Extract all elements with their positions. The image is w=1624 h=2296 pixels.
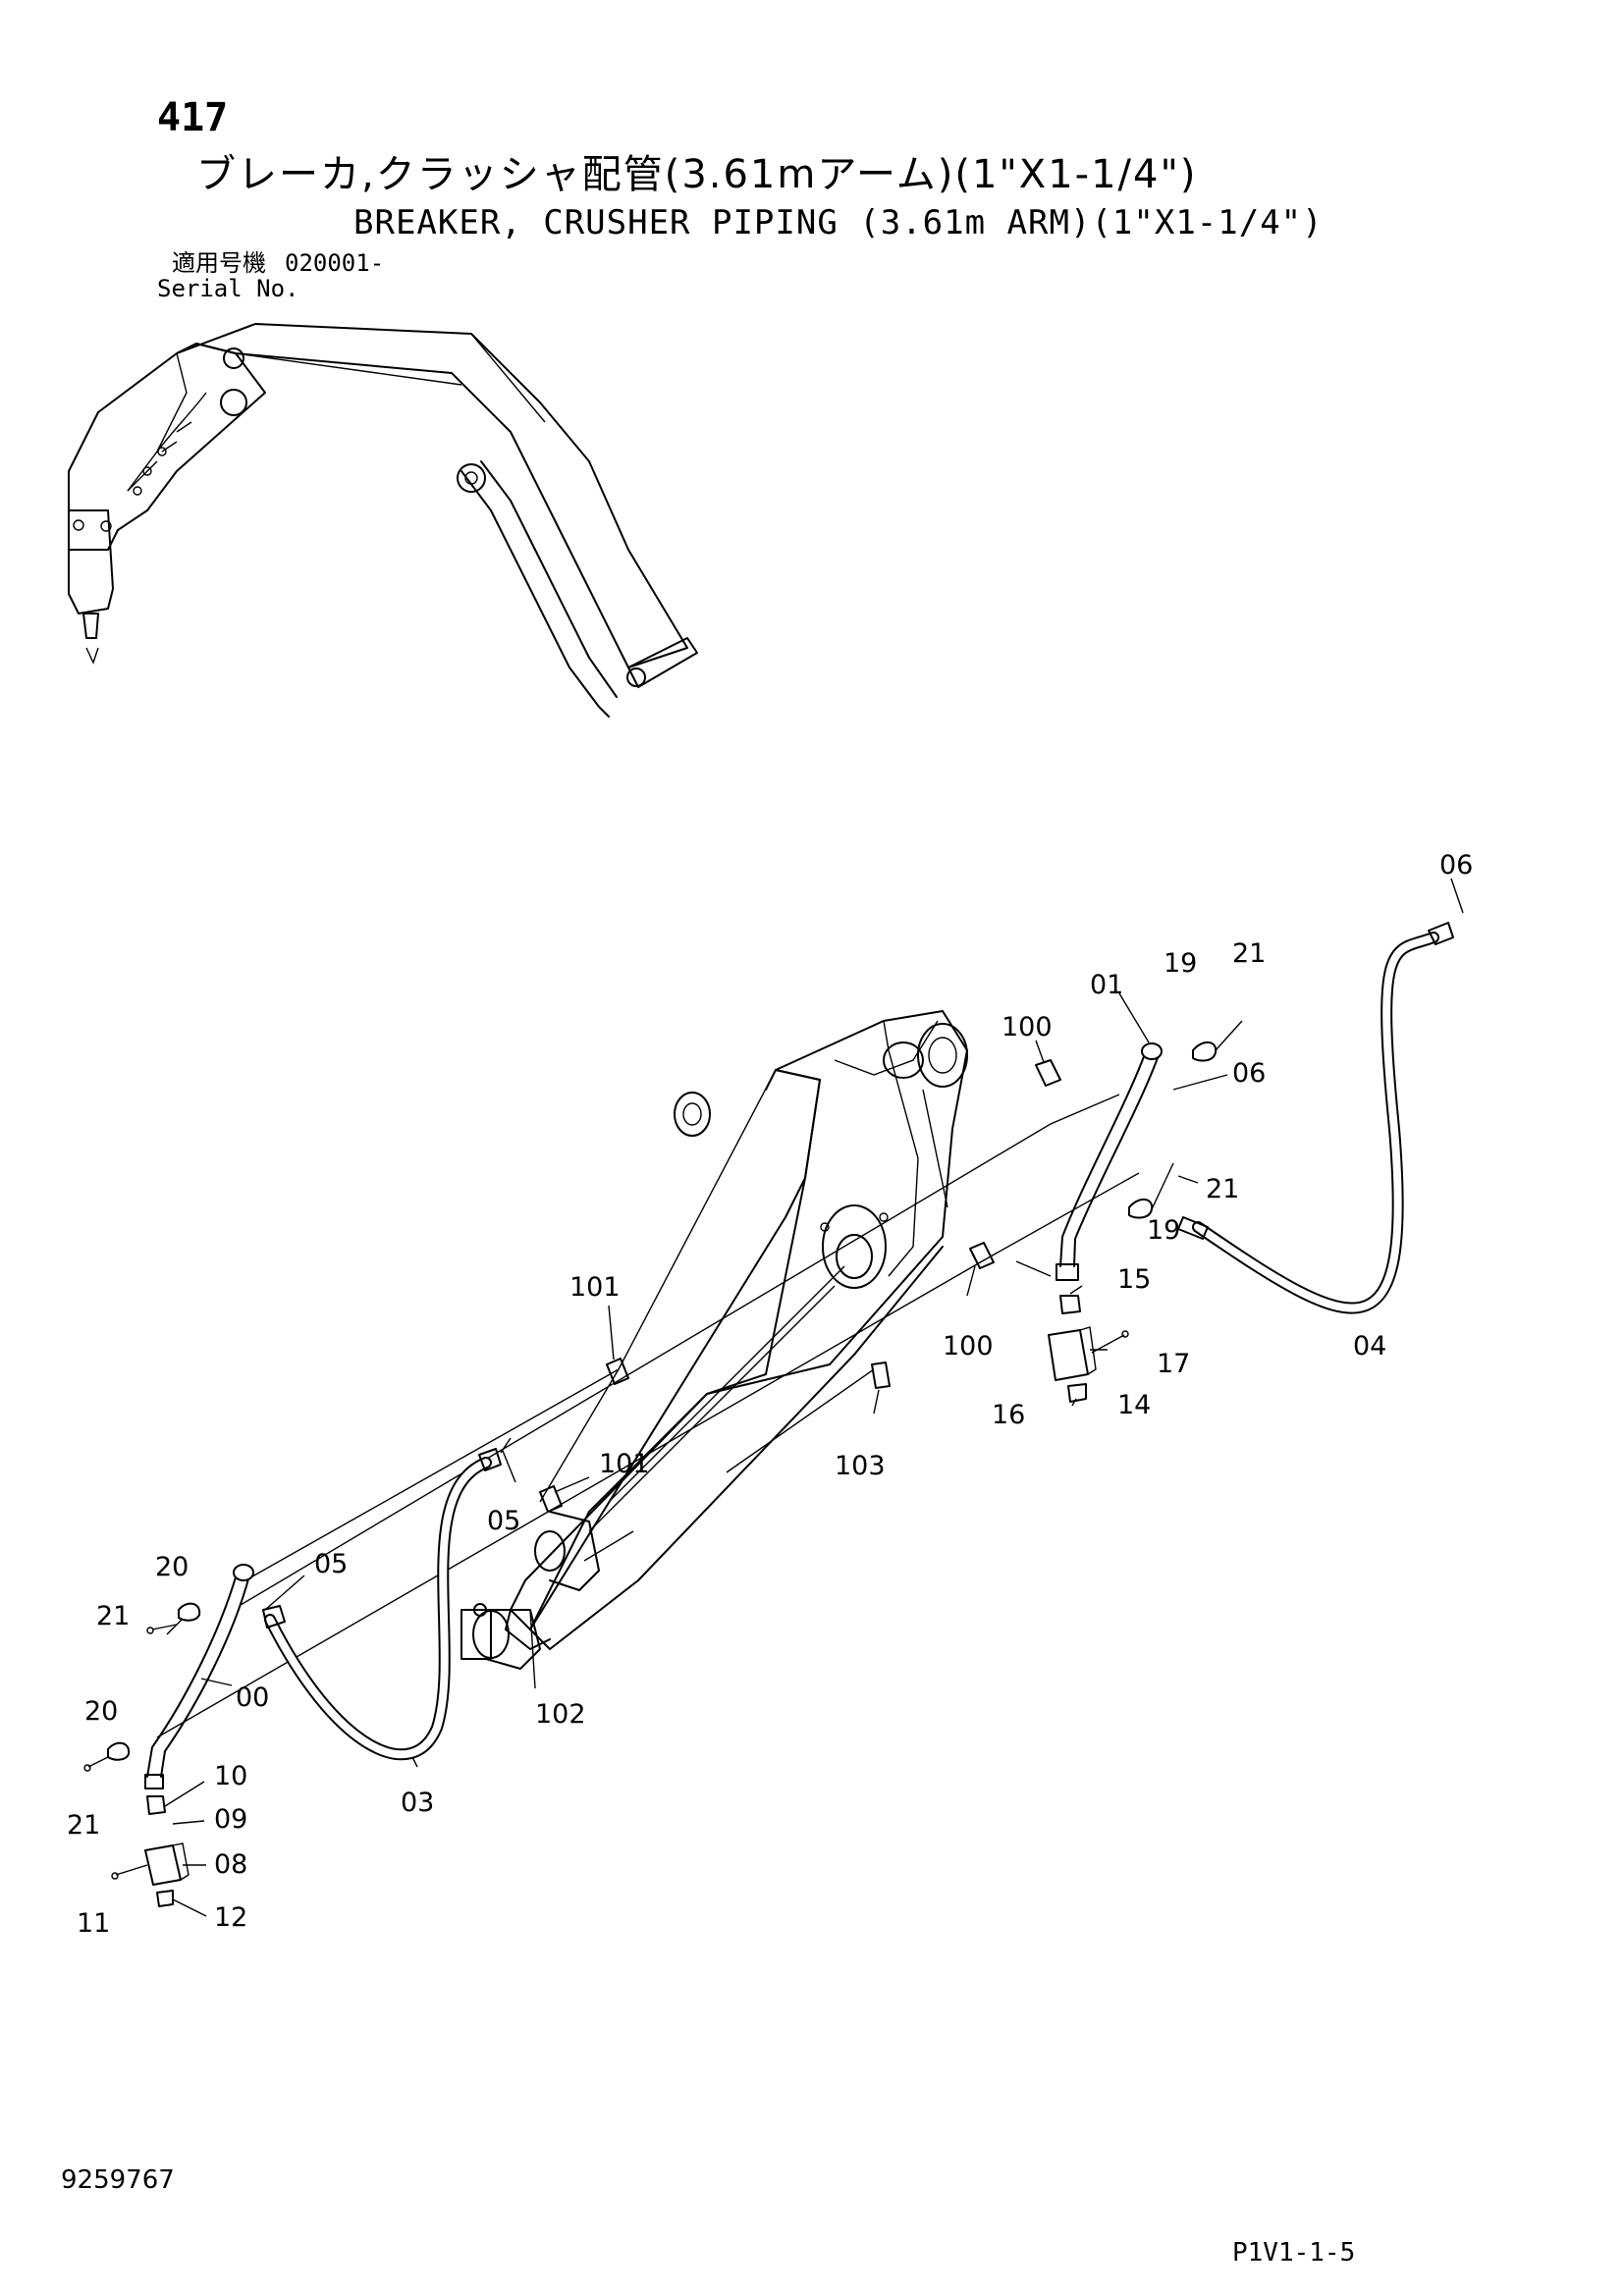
arm-assembly-illustration	[460, 1010, 968, 1670]
serial-value: 020001-	[285, 249, 385, 277]
leader-lines	[164, 878, 1464, 1917]
callout-19: 19	[1147, 1215, 1180, 1246]
title-japanese: ブレーカ,クラッシャ配管(3.61mアーム)(1"X1-1/4")	[196, 152, 1198, 197]
callout-103: 103	[835, 1451, 886, 1481]
callout-102: 102	[535, 1699, 586, 1730]
callout-04: 04	[1353, 1331, 1386, 1362]
callout-21: 21	[96, 1601, 130, 1631]
callout-21: 21	[67, 1810, 100, 1841]
callout-100: 100	[943, 1331, 994, 1362]
excavator-overview-illustration	[68, 323, 698, 718]
document-number: 9259767	[61, 2165, 175, 2195]
callout-08: 08	[214, 1849, 247, 1880]
page-code: P1V1-1-5	[1232, 2238, 1356, 2268]
callout-16: 16	[992, 1400, 1025, 1430]
callout-01: 01	[1090, 970, 1123, 1000]
callout-03: 03	[401, 1788, 434, 1818]
callout-19: 19	[1164, 948, 1197, 979]
callout-labels: 06 19 21 01 100 06 21 19 101 15 100 17 0…	[67, 850, 1473, 1939]
serial-label-english: Serial No.	[157, 275, 299, 302]
callout-17: 17	[1157, 1349, 1190, 1379]
upper-piping	[871, 922, 1454, 1403]
callout-09: 09	[214, 1804, 247, 1835]
callout-21: 21	[1232, 938, 1266, 969]
callout-101: 101	[599, 1449, 650, 1479]
callout-00: 00	[236, 1682, 269, 1713]
callout-100: 100	[1001, 1012, 1053, 1042]
callout-10: 10	[214, 1761, 247, 1791]
callout-05: 05	[314, 1549, 348, 1579]
callout-15: 15	[1117, 1264, 1151, 1295]
callout-06: 06	[1439, 850, 1473, 881]
callout-20: 20	[155, 1552, 189, 1582]
callout-12: 12	[214, 1902, 247, 1933]
callout-11: 11	[77, 1908, 110, 1939]
lower-piping	[83, 1358, 629, 1907]
callout-06: 06	[1232, 1058, 1266, 1089]
serial-label-japanese: 適用号機	[172, 249, 266, 277]
routing-lines	[156, 1069, 1140, 1738]
title-english: BREAKER, CRUSHER PIPING (3.61m ARM)(1"X1…	[353, 203, 1324, 242]
callout-14: 14	[1117, 1390, 1151, 1420]
page-number: 417	[157, 95, 229, 140]
callout-05: 05	[487, 1506, 520, 1536]
callout-21: 21	[1206, 1174, 1239, 1204]
callout-20: 20	[84, 1696, 118, 1727]
callout-101: 101	[569, 1272, 621, 1303]
